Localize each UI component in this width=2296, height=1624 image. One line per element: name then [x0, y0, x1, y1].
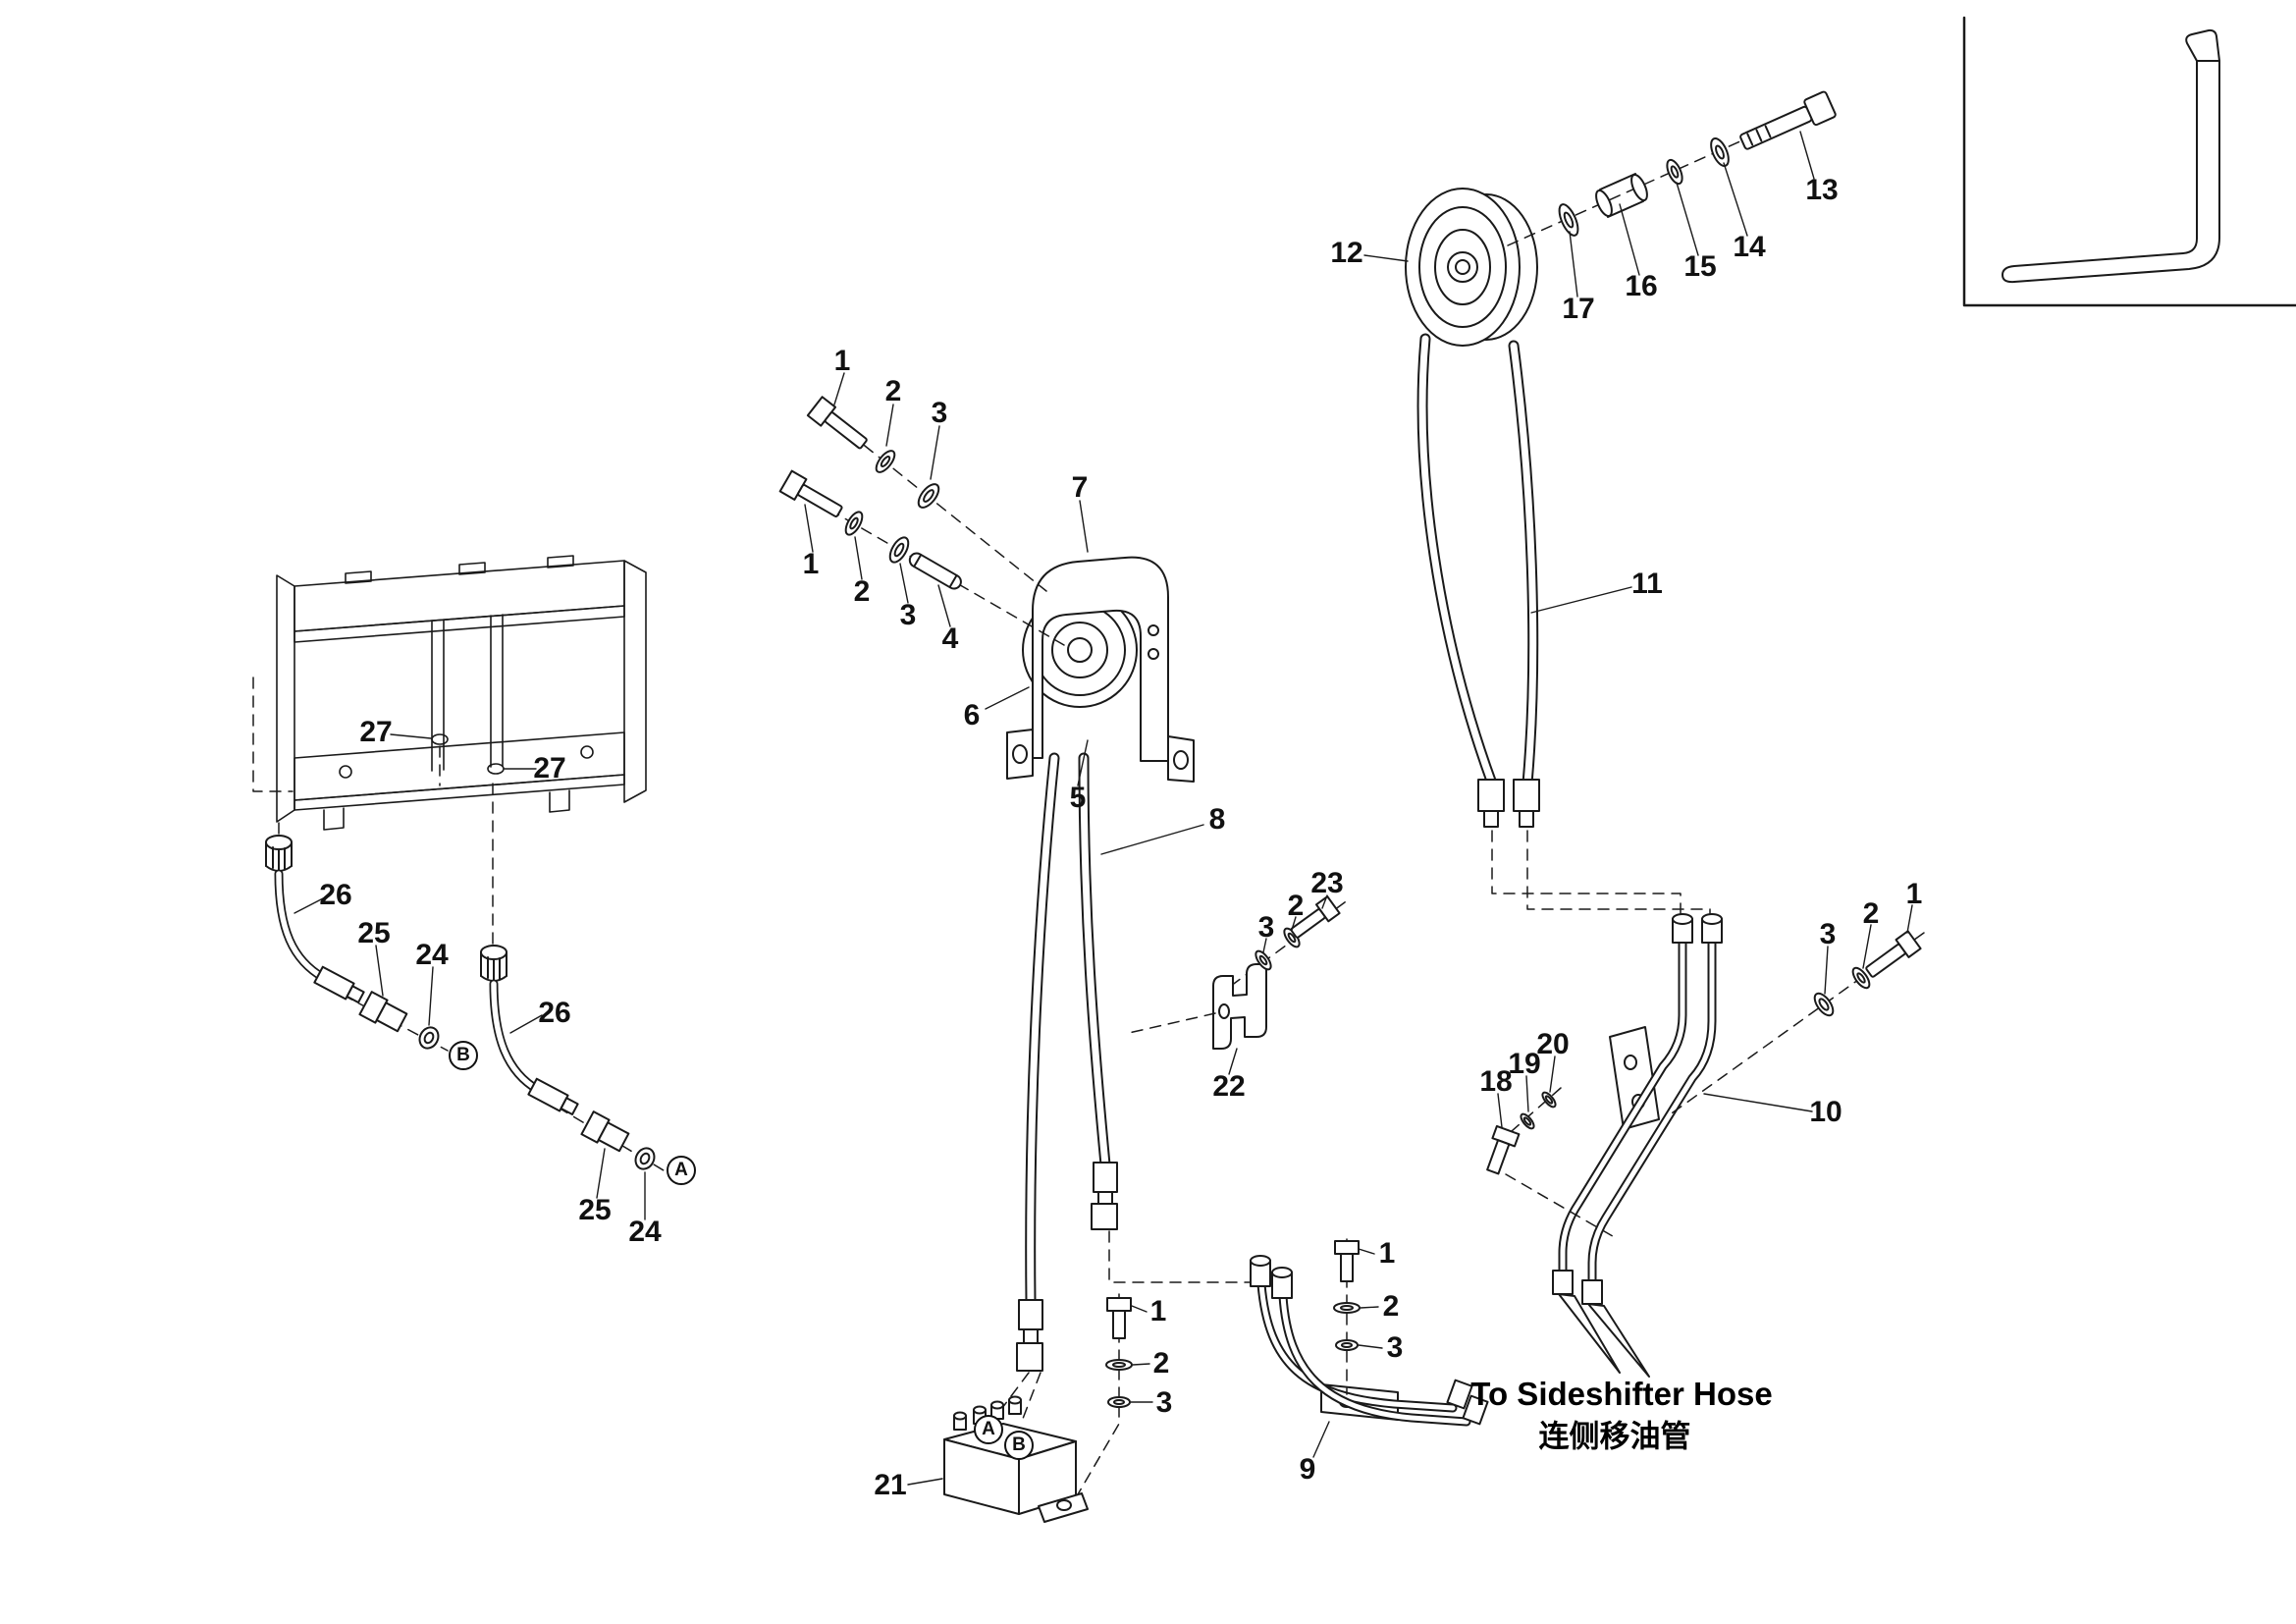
washer-17	[1558, 203, 1579, 237]
fitting-25a	[358, 991, 408, 1033]
hose-assembly-26b	[480, 945, 543, 1095]
dashed-connectors	[992, 830, 1711, 1425]
washer-20	[1541, 1091, 1557, 1109]
bolt-13	[1739, 90, 1837, 150]
hose-end-26b	[527, 1077, 579, 1115]
washer-14	[1710, 137, 1730, 167]
bolt-set-upper	[806, 396, 1047, 592]
fork-icon	[2002, 28, 2220, 284]
washer-3c	[1255, 949, 1272, 971]
bolt-stack-tube9	[1333, 1238, 1361, 1395]
bolt-set-18-20	[1486, 1087, 1619, 1240]
grommet-27-b	[487, 763, 505, 775]
washer-3b	[888, 536, 910, 564]
pulley-12	[1405, 188, 1538, 347]
sideshifter-arrow	[1558, 1293, 1621, 1374]
washer-2a	[875, 450, 896, 473]
fitting-25b	[580, 1110, 630, 1153]
bolt-1b	[778, 469, 843, 517]
bolt-set-lower	[778, 469, 1065, 646]
washer-19	[1520, 1112, 1535, 1130]
pulley-hardware	[1507, 90, 1837, 246]
leader-lines	[294, 131, 1913, 1486]
oring-24a	[418, 1026, 440, 1050]
hose-end-26a	[313, 965, 365, 1003]
hoses-11	[1416, 333, 1540, 828]
washer-2d	[1851, 966, 1871, 990]
bracket-7	[1006, 556, 1195, 783]
bolt-1d	[1865, 930, 1922, 978]
valve-21	[943, 1395, 1089, 1523]
hose-assembly-26a	[265, 835, 329, 983]
grommet-27-a	[431, 733, 449, 745]
fork-inset-box	[1962, 16, 2296, 307]
washer-2b	[844, 511, 864, 536]
washer-3a	[917, 483, 940, 509]
cl amp-22-group	[1212, 895, 1350, 1050]
washer-15	[1666, 158, 1683, 186]
bolt-set-tube10	[1668, 930, 1925, 1116]
oring-24b	[634, 1147, 656, 1170]
frame-dashed-lines	[252, 677, 494, 946]
washer-3d	[1813, 992, 1835, 1017]
tube-10	[1552, 913, 1723, 1378]
tube-9	[1250, 1255, 1489, 1427]
bolt-stack-valve	[1077, 1293, 1133, 1495]
hoses-8	[1016, 752, 1118, 1372]
spacer-16	[1595, 173, 1648, 218]
pin-4	[908, 552, 962, 590]
bolt-1a	[806, 396, 868, 450]
carriage-frame	[276, 555, 647, 831]
bolt-18	[1486, 1124, 1521, 1175]
sideshifter-arrow	[1587, 1303, 1650, 1378]
bolt-23	[1290, 895, 1341, 939]
